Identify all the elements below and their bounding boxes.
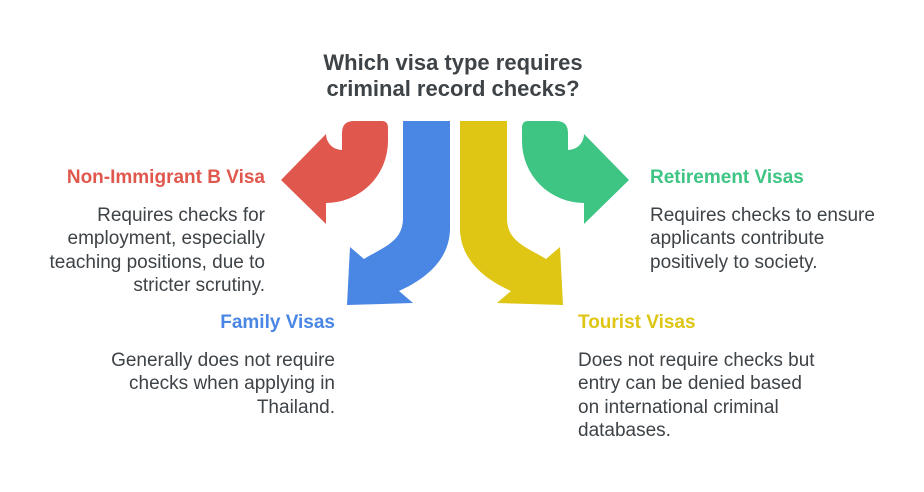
section-description-tourist: Does not require checks but entry can be… <box>578 349 838 442</box>
description-line: applicants contribute <box>650 228 825 250</box>
description-line: stricter scrutiny. <box>133 274 265 296</box>
description-line: databases. <box>578 419 671 441</box>
section-description-non-immigrant-b: Requires checks for employment, especial… <box>30 204 266 297</box>
description-line: employment, especially <box>67 228 265 250</box>
section-heading-non-immigrant-b: Non-Immigrant B Visa <box>66 167 265 188</box>
description-line: on international criminal <box>578 396 779 418</box>
description-line: positively to society. <box>650 251 818 273</box>
description-line: checks when applying in <box>129 373 335 395</box>
section-description-family: Generally does not require checks when a… <box>85 349 335 419</box>
section-heading-retirement: Retirement Visas <box>650 167 804 188</box>
section-heading-tourist: Tourist Visas <box>578 312 696 333</box>
description-line: Does not require checks but <box>578 350 815 371</box>
section-heading-family: Family Visas <box>220 312 335 333</box>
page-title: Which visa type requires criminal record… <box>323 50 583 101</box>
down-right-arrow-icon <box>460 121 563 305</box>
description-line: Requires checks for <box>97 205 265 226</box>
down-left-arrow-icon <box>347 121 450 305</box>
description-line: teaching positions, due to <box>49 251 266 273</box>
right-arrow-icon <box>522 121 629 224</box>
section-non-immigrant-b: Non-Immigrant B Visa Requires checks for… <box>30 166 266 297</box>
section-tourist: Tourist Visas Does not require checks bu… <box>578 311 838 442</box>
description-line: Requires checks to ensure <box>650 205 875 226</box>
section-retirement: Retirement Visas Requires checks to ensu… <box>650 166 895 274</box>
left-arrow-icon <box>281 121 388 224</box>
description-line: Generally does not require <box>111 350 335 371</box>
section-description-retirement: Requires checks to ensure applicants con… <box>650 204 895 274</box>
description-line: Thailand. <box>256 396 335 418</box>
description-line: entry can be denied based <box>578 373 802 395</box>
section-family: Family Visas Generally does not require … <box>85 311 335 419</box>
